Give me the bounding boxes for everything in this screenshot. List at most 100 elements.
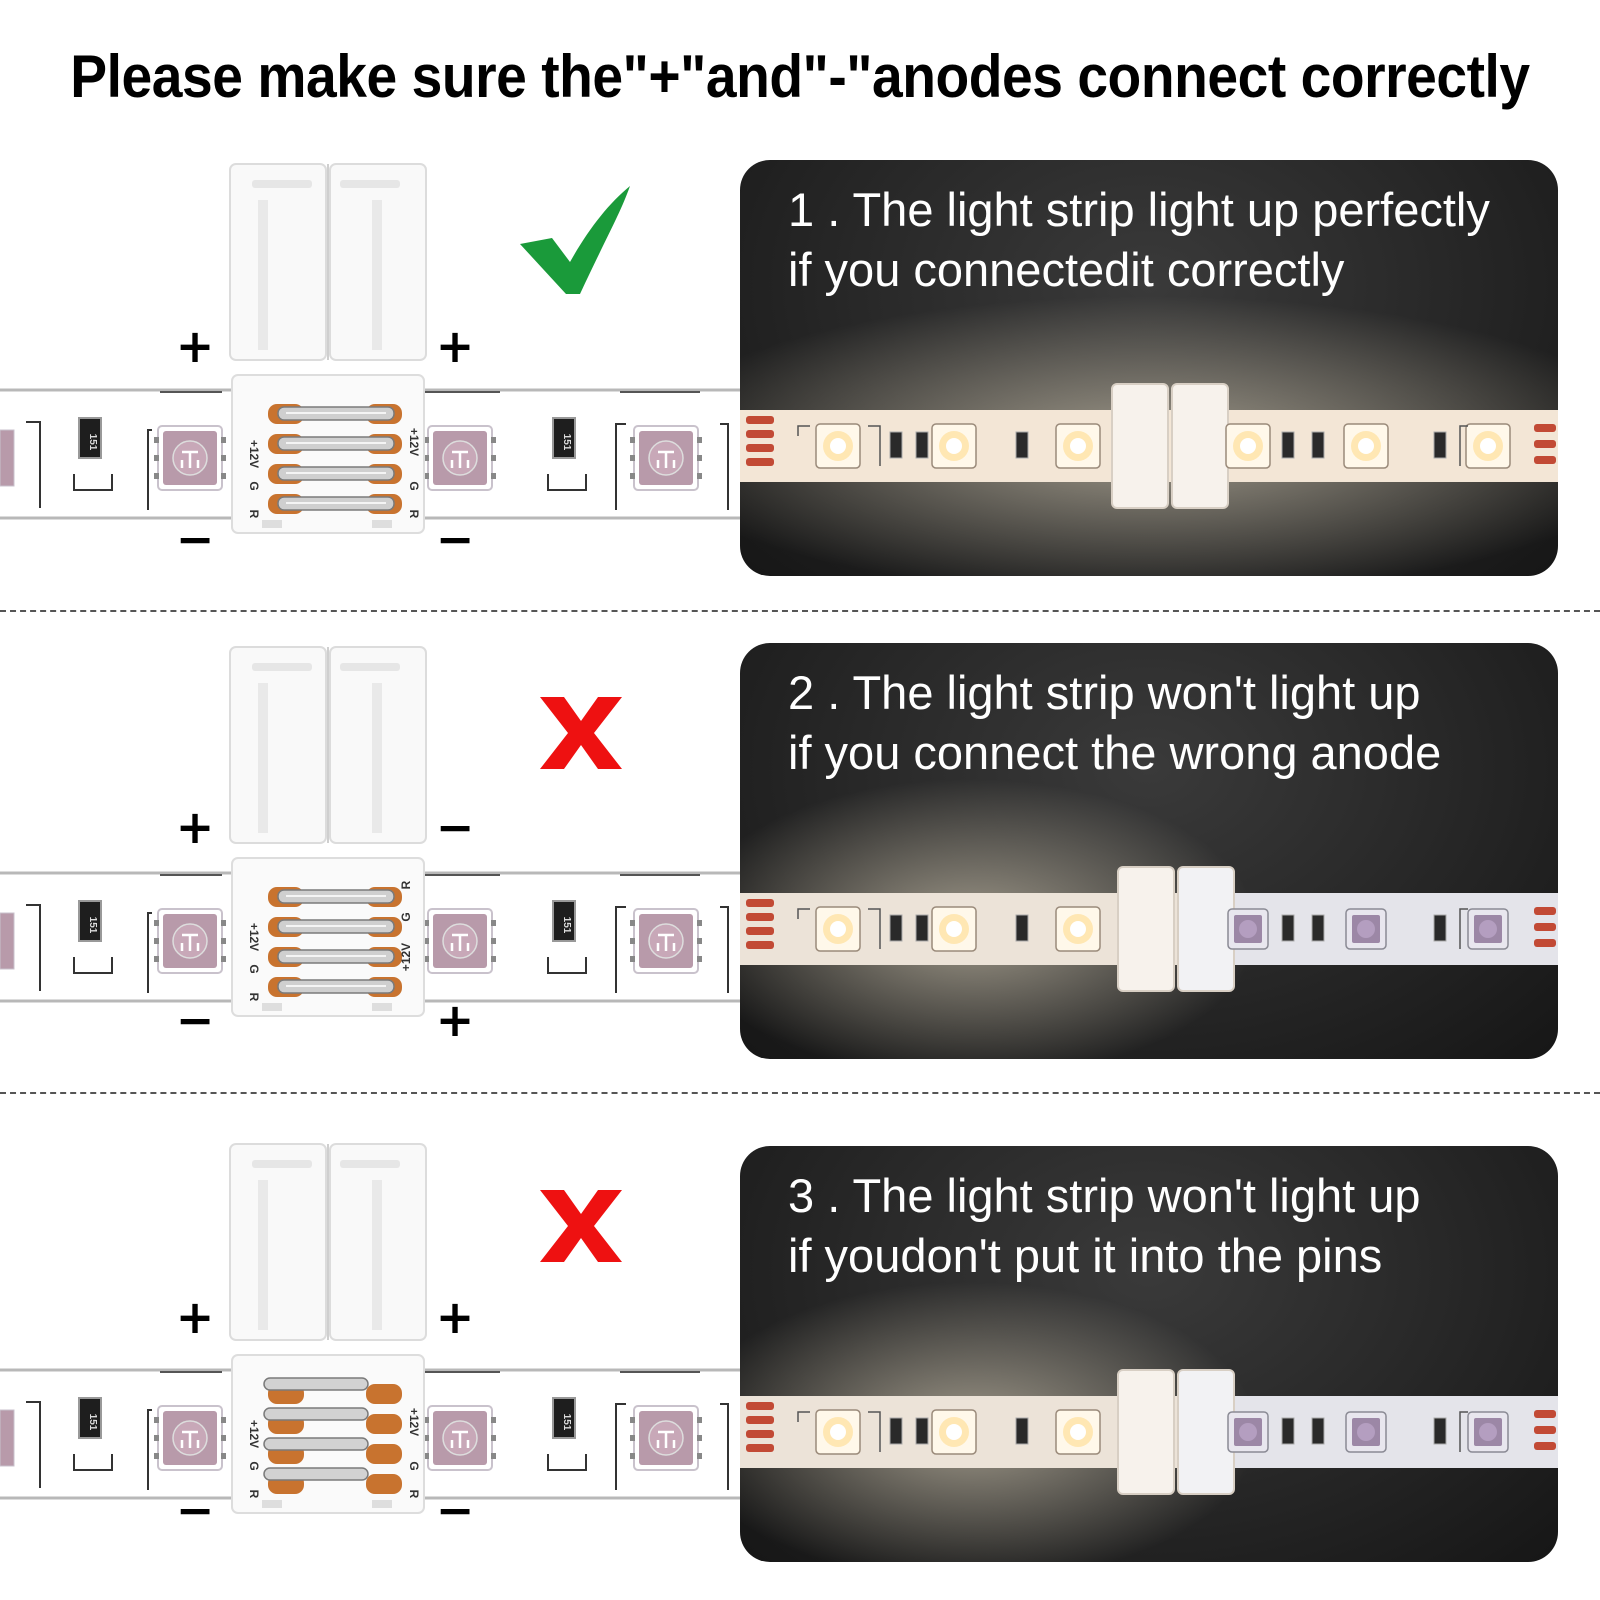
metal-pin bbox=[263, 1467, 369, 1481]
resistor bbox=[1281, 914, 1295, 942]
resistor bbox=[889, 431, 903, 459]
resistor bbox=[1433, 1417, 1447, 1445]
polarity-bottom-left: − bbox=[175, 1483, 215, 1537]
led-chip-partial bbox=[0, 1409, 15, 1467]
polarity-bottom-right: − bbox=[435, 1483, 475, 1537]
resistor bbox=[889, 914, 903, 942]
pad-label-r: R bbox=[247, 993, 261, 1002]
connector-left bbox=[1117, 866, 1175, 992]
polarity-top-right: + bbox=[435, 1290, 475, 1344]
end-pad bbox=[746, 416, 774, 424]
end-pad bbox=[1534, 440, 1556, 448]
pad-label-r: R bbox=[247, 510, 261, 519]
resistor bbox=[1015, 1417, 1029, 1445]
pad-label-12v: +12V bbox=[247, 923, 261, 951]
resistor bbox=[1433, 914, 1447, 942]
end-pad bbox=[746, 444, 774, 452]
copper-pad-right bbox=[366, 1384, 402, 1404]
resistor-label: 151 bbox=[87, 1414, 98, 1431]
resistor bbox=[915, 1417, 929, 1445]
result-caption: 2 . The light strip won't light up if yo… bbox=[788, 663, 1441, 783]
polarity-top-left: + bbox=[175, 1290, 215, 1344]
end-pad bbox=[1534, 907, 1556, 915]
polarity-bottom-left: − bbox=[175, 512, 215, 566]
pad-label-12v: +12V bbox=[399, 943, 413, 971]
connector-right bbox=[1177, 866, 1235, 992]
metal-pin bbox=[263, 1377, 369, 1391]
caption-line-1: 3 . The light strip won't light up bbox=[788, 1169, 1421, 1222]
check-mark-icon bbox=[520, 186, 630, 294]
polarity-bottom-right: + bbox=[435, 993, 475, 1047]
led-chip-partial bbox=[0, 912, 15, 970]
light-strip-photo bbox=[740, 779, 1558, 1059]
connector-right bbox=[1171, 383, 1229, 509]
caption-line-2: if you connect the wrong anode bbox=[788, 726, 1442, 779]
resistor bbox=[1015, 914, 1029, 942]
resistor bbox=[1311, 914, 1325, 942]
page-title: Please make sure the"+"and"-"anodes conn… bbox=[70, 43, 1530, 110]
resistor bbox=[889, 1417, 903, 1445]
end-pad bbox=[746, 941, 774, 949]
resistor-label: 151 bbox=[561, 434, 572, 451]
pad-label-12v: +12V bbox=[247, 1420, 261, 1448]
resistor-label: 151 bbox=[87, 434, 98, 451]
dashed-divider bbox=[0, 610, 1600, 612]
x-mark-icon bbox=[540, 697, 622, 769]
copper-pad-right bbox=[366, 1414, 402, 1434]
connector-left bbox=[1111, 383, 1169, 509]
connector-clip-left bbox=[229, 163, 327, 361]
resistor bbox=[78, 417, 102, 459]
end-pad bbox=[746, 1444, 774, 1452]
polarity-top-right: + bbox=[435, 319, 475, 373]
polarity-top-right: − bbox=[435, 800, 475, 854]
pad-label-g: G bbox=[247, 481, 261, 490]
dashed-divider bbox=[0, 1092, 1600, 1094]
x-mark-icon bbox=[540, 1190, 622, 1262]
result-panel: 3 . The light strip won't light up if yo… bbox=[740, 1146, 1558, 1562]
resistor-label: 151 bbox=[561, 1414, 572, 1431]
pad-label-g: G bbox=[247, 964, 261, 973]
resistor bbox=[1433, 431, 1447, 459]
result-caption: 3 . The light strip won't light up if yo… bbox=[788, 1166, 1421, 1286]
end-pad bbox=[746, 899, 774, 907]
copper-pad-right bbox=[366, 1444, 402, 1464]
connector-right bbox=[1177, 1369, 1235, 1495]
polarity-top-left: + bbox=[175, 319, 215, 373]
result-panel: 2 . The light strip won't light up if yo… bbox=[740, 643, 1558, 1059]
resistor bbox=[78, 1397, 102, 1439]
result-panel: 1 . The light strip light up perfectly i… bbox=[740, 160, 1558, 576]
resistor bbox=[78, 900, 102, 942]
end-pad bbox=[1534, 424, 1556, 432]
end-pad bbox=[746, 430, 774, 438]
caption-line-1: 2 . The light strip won't light up bbox=[788, 666, 1421, 719]
pad-label-r: R bbox=[407, 510, 421, 519]
end-pad bbox=[1534, 939, 1556, 947]
resistor bbox=[552, 417, 576, 459]
end-pad bbox=[1534, 923, 1556, 931]
resistor bbox=[915, 431, 929, 459]
caption-line-2: if you connectedit correctly bbox=[788, 243, 1345, 296]
pad-label-g: G bbox=[407, 481, 421, 490]
resistor-label: 151 bbox=[87, 917, 98, 934]
connector-left bbox=[1117, 1369, 1175, 1495]
resistor bbox=[1015, 431, 1029, 459]
resistor bbox=[1281, 1417, 1295, 1445]
caption-line-2: if youdon't put it into the pins bbox=[788, 1229, 1383, 1282]
pad-label-g: G bbox=[399, 912, 413, 921]
led-chip-partial bbox=[0, 429, 15, 487]
end-pad bbox=[1534, 1410, 1556, 1418]
end-pad bbox=[746, 913, 774, 921]
pad-label-12v: +12V bbox=[407, 1408, 421, 1436]
pad-label-r: R bbox=[407, 1490, 421, 1499]
pad-label-g: G bbox=[407, 1461, 421, 1470]
resistor bbox=[1311, 1417, 1325, 1445]
result-caption: 1 . The light strip light up perfectly i… bbox=[788, 180, 1490, 300]
resistor bbox=[552, 1397, 576, 1439]
pad-label-12v: +12V bbox=[247, 440, 261, 468]
end-pad bbox=[746, 1430, 774, 1438]
